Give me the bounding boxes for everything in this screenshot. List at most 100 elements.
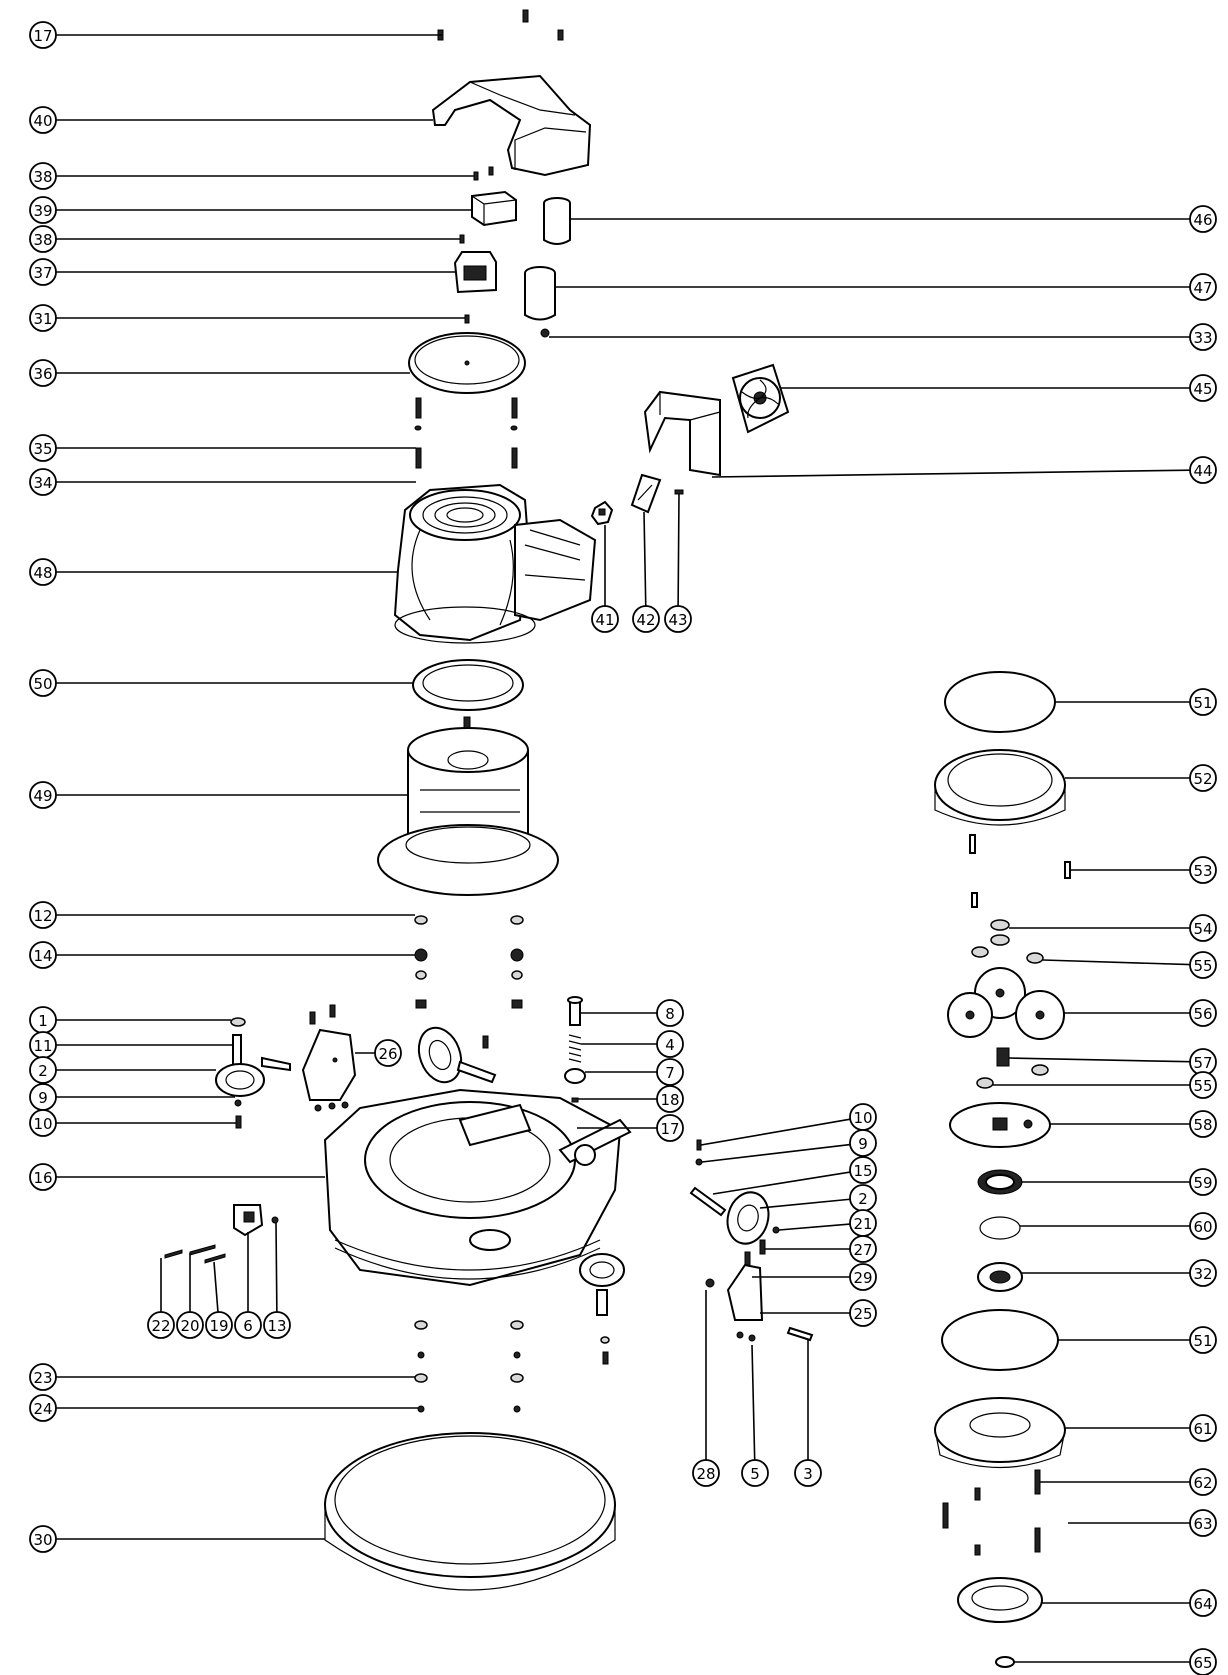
callout-number: 2 bbox=[38, 1062, 48, 1080]
callout-circle bbox=[29, 781, 57, 809]
callout-number: 30 bbox=[33, 1531, 52, 1549]
callout-circle bbox=[849, 1129, 877, 1157]
callout-41: 41 bbox=[591, 605, 619, 633]
callout-circle bbox=[849, 1235, 877, 1263]
callout-26: 26 bbox=[374, 1039, 402, 1067]
callout-number: 37 bbox=[33, 264, 52, 282]
callout-49: 49 bbox=[29, 781, 57, 809]
callout-circle bbox=[374, 1039, 402, 1067]
callout-number: 38 bbox=[33, 231, 52, 249]
callout-number: 32 bbox=[1193, 1265, 1212, 1283]
callout-42: 42 bbox=[632, 605, 660, 633]
callout-43: 43 bbox=[664, 605, 692, 633]
callout-number: 63 bbox=[1193, 1515, 1212, 1533]
callout-circle bbox=[849, 1299, 877, 1327]
callout-circle bbox=[1189, 323, 1217, 351]
callout-number: 29 bbox=[853, 1269, 872, 1287]
callout-number: 24 bbox=[33, 1400, 52, 1418]
callout-number: 56 bbox=[1193, 1005, 1212, 1023]
leader-line-15 bbox=[712, 1171, 851, 1195]
callout-circle bbox=[29, 21, 57, 49]
callout-38: 38 bbox=[29, 162, 57, 190]
callout-number: 25 bbox=[853, 1305, 872, 1323]
callout-60: 60 bbox=[1189, 1212, 1217, 1240]
callout-number: 51 bbox=[1193, 694, 1212, 712]
callout-circle bbox=[692, 1459, 720, 1487]
bolt-stacks bbox=[414, 915, 524, 1009]
callout-circle bbox=[1189, 1326, 1217, 1354]
callout-39: 39 bbox=[29, 196, 57, 224]
motor-housing bbox=[393, 483, 597, 644]
callout-circle bbox=[29, 225, 57, 253]
callout-circle bbox=[29, 941, 57, 969]
callout-number: 43 bbox=[668, 611, 687, 629]
callout-number: 39 bbox=[33, 202, 52, 220]
callout-number: 34 bbox=[33, 474, 52, 492]
callout-2: 2 bbox=[849, 1184, 877, 1212]
callout-number: 46 bbox=[1193, 211, 1212, 229]
callout-number: 64 bbox=[1193, 1595, 1212, 1613]
callout-circle bbox=[794, 1459, 822, 1487]
callout-29: 29 bbox=[849, 1263, 877, 1291]
callout-4: 4 bbox=[656, 1030, 684, 1058]
callout-number: 16 bbox=[33, 1169, 52, 1187]
callout-number: 12 bbox=[33, 907, 52, 925]
callout-8: 8 bbox=[656, 999, 684, 1027]
callout-number: 27 bbox=[853, 1241, 872, 1259]
callout-circle bbox=[29, 901, 57, 929]
callout-number: 1 bbox=[38, 1012, 48, 1030]
callout-38: 38 bbox=[29, 225, 57, 253]
bracket-26 bbox=[301, 1004, 357, 1112]
callout-number: 58 bbox=[1193, 1116, 1212, 1134]
washers-23-24 bbox=[414, 1320, 524, 1413]
callout-circle bbox=[1189, 1110, 1217, 1138]
switch-block bbox=[453, 251, 497, 294]
callout-number: 55 bbox=[1193, 1077, 1212, 1095]
callout-labels: 1740383938373136353448504912141112910162… bbox=[29, 21, 1217, 1675]
callout-circle bbox=[263, 1311, 291, 1339]
callout-number: 61 bbox=[1193, 1420, 1212, 1438]
callout-30: 30 bbox=[29, 1525, 57, 1553]
callout-64: 64 bbox=[1189, 1589, 1217, 1617]
leader-lines bbox=[56, 34, 1191, 1663]
callout-53: 53 bbox=[1189, 856, 1217, 884]
callout-number: 18 bbox=[660, 1091, 679, 1109]
callout-48: 48 bbox=[29, 558, 57, 586]
callout-number: 5 bbox=[750, 1465, 760, 1483]
callout-circle bbox=[29, 1394, 57, 1422]
callout-number: 52 bbox=[1193, 770, 1212, 788]
callout-number: 53 bbox=[1193, 862, 1212, 880]
callout-46: 46 bbox=[1189, 205, 1217, 233]
callout-circle bbox=[29, 359, 57, 387]
callout-61: 61 bbox=[1189, 1414, 1217, 1442]
callout-circle bbox=[1189, 1212, 1217, 1240]
callout-circle bbox=[1189, 1589, 1217, 1617]
callout-circle bbox=[29, 258, 57, 286]
callout-number: 2 bbox=[858, 1190, 868, 1208]
callout-number: 55 bbox=[1193, 957, 1212, 975]
callout-2: 2 bbox=[29, 1056, 57, 1084]
callout-55: 55 bbox=[1189, 1071, 1217, 1099]
callout-number: 42 bbox=[636, 611, 655, 629]
callout-9: 9 bbox=[849, 1129, 877, 1157]
callout-62: 62 bbox=[1189, 1468, 1217, 1496]
callout-number: 19 bbox=[209, 1317, 228, 1335]
callout-1: 1 bbox=[29, 1006, 57, 1034]
callout-circle bbox=[1189, 1259, 1217, 1287]
callout-14: 14 bbox=[29, 941, 57, 969]
wheel-assembly-left bbox=[215, 1017, 291, 1129]
leader-line-44 bbox=[711, 469, 1191, 478]
callout-circle bbox=[205, 1311, 233, 1339]
callout-circle bbox=[29, 1109, 57, 1137]
callout-number: 10 bbox=[853, 1109, 872, 1127]
callout-36: 36 bbox=[29, 359, 57, 387]
callout-16: 16 bbox=[29, 1163, 57, 1191]
callout-number: 7 bbox=[665, 1064, 675, 1082]
bumper-ring bbox=[324, 1432, 616, 1591]
callout-number: 38 bbox=[33, 168, 52, 186]
leader-line-21 bbox=[778, 1223, 851, 1231]
callout-circle bbox=[656, 999, 684, 1027]
callout-3: 3 bbox=[794, 1459, 822, 1487]
callout-number: 22 bbox=[151, 1317, 170, 1335]
